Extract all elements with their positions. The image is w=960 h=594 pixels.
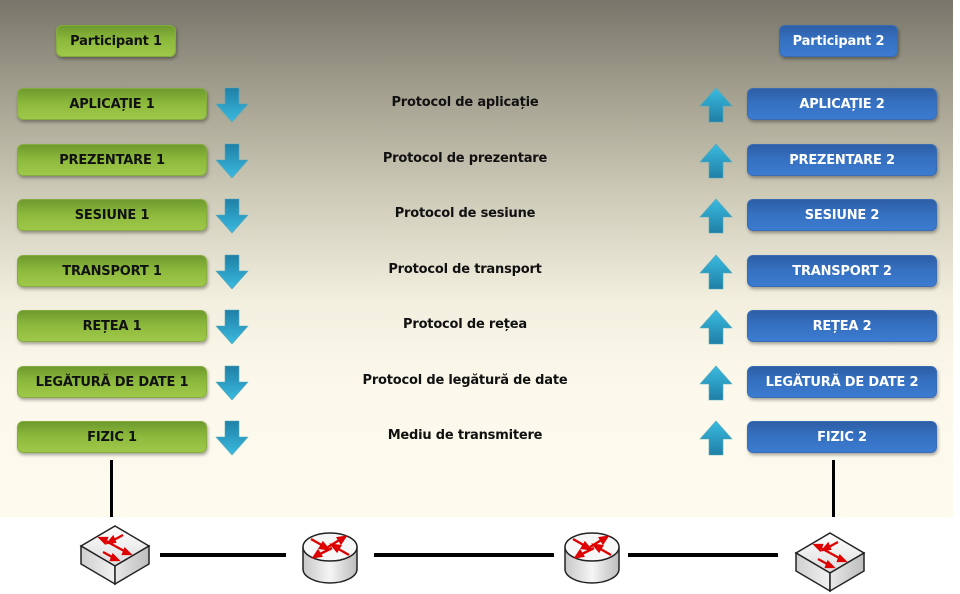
layer-label: LEGĂTURĂ DE DATE 2	[765, 374, 919, 390]
link-router1-router2	[374, 553, 554, 557]
protocol-label: Protocol de prezentare	[382, 151, 548, 166]
participant-1-link	[110, 460, 113, 517]
router-icon	[564, 532, 620, 584]
participant-1-label: Participant 1	[70, 33, 162, 49]
arrow-down-icon	[215, 87, 249, 123]
layer-box-participant-2: SESIUNE 2	[747, 199, 937, 231]
layer-label: APLICAȚIE 2	[799, 96, 885, 112]
layer-label: SESIUNE 1	[74, 207, 150, 223]
layer-label: REȚEA 1	[82, 318, 142, 334]
arrow-up-icon	[699, 198, 733, 234]
arrow-down-icon	[215, 420, 249, 456]
layer-box-participant-2: PREZENTARE 2	[747, 144, 937, 176]
protocol-label: Mediu de transmitere	[387, 428, 543, 443]
layer-box-participant-1: FIZIC 1	[17, 421, 207, 453]
participant-1-header: Participant 1	[56, 25, 176, 57]
layer-box-participant-1: LEGĂTURĂ DE DATE 1	[17, 366, 207, 398]
layer-label: REȚEA 2	[812, 318, 872, 334]
layer-box-participant-1: APLICAȚIE 1	[17, 88, 207, 120]
layer-box-participant-2: REȚEA 2	[747, 310, 937, 342]
protocol-label: Protocol de transport	[388, 262, 542, 277]
layer-label: TRANSPORT 1	[62, 263, 162, 279]
layer-label: TRANSPORT 2	[792, 263, 892, 279]
protocol-label: Protocol de legătură de date	[362, 373, 568, 388]
layer-label: FIZIC 2	[817, 429, 867, 445]
protocol-label: Protocol de aplicație	[391, 95, 539, 110]
arrow-down-icon	[215, 365, 249, 401]
arrow-down-icon	[215, 198, 249, 234]
layer-box-participant-1: REȚEA 1	[17, 310, 207, 342]
layer-label: FIZIC 1	[87, 429, 137, 445]
layer-label: PREZENTARE 1	[59, 152, 165, 168]
participant-2-label: Participant 2	[792, 33, 885, 49]
arrow-down-icon	[215, 309, 249, 345]
layer-label: APLICAȚIE 1	[69, 96, 155, 112]
participant-2-link	[832, 460, 835, 517]
arrow-up-icon	[699, 365, 733, 401]
link-router2-switch2	[628, 553, 778, 557]
link-switch1-router1	[160, 553, 286, 557]
layer-label: SESIUNE 2	[804, 207, 880, 223]
layer-box-participant-2: APLICAȚIE 2	[747, 88, 937, 120]
arrow-down-icon	[215, 143, 249, 179]
arrow-up-icon	[699, 309, 733, 345]
arrow-down-icon	[215, 254, 249, 290]
layer-label: LEGĂTURĂ DE DATE 1	[35, 374, 189, 390]
arrow-up-icon	[699, 254, 733, 290]
router-icon	[302, 532, 358, 584]
layer-label: PREZENTARE 2	[789, 152, 895, 168]
layer-box-participant-2: FIZIC 2	[747, 421, 937, 453]
layer-box-participant-2: TRANSPORT 2	[747, 255, 937, 287]
protocol-label: Protocol de sesiune	[394, 206, 536, 221]
layer-box-participant-1: TRANSPORT 1	[17, 255, 207, 287]
arrow-up-icon	[699, 87, 733, 123]
switch-icon	[79, 525, 151, 586]
layer-box-participant-1: SESIUNE 1	[17, 199, 207, 231]
protocol-label: Protocol de rețea	[403, 317, 527, 332]
switch-icon	[794, 532, 866, 593]
layer-box-participant-1: PREZENTARE 1	[17, 144, 207, 176]
participant-2-header: Participant 2	[779, 25, 898, 57]
arrow-up-icon	[699, 420, 733, 456]
arrow-up-icon	[699, 143, 733, 179]
layer-box-participant-2: LEGĂTURĂ DE DATE 2	[747, 366, 937, 398]
